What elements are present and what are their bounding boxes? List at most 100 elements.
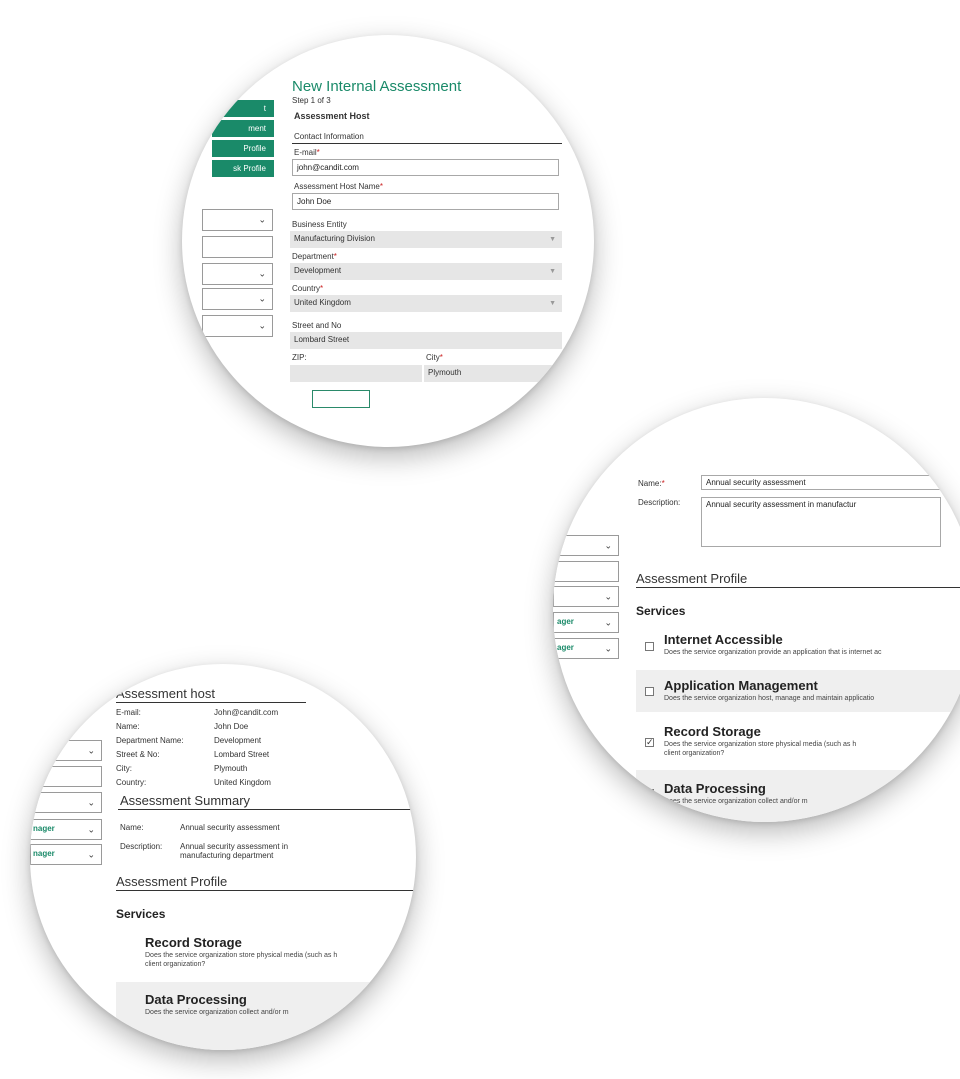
- chevron-down-icon: ⌄: [604, 540, 612, 550]
- next-button[interactable]: [312, 390, 370, 408]
- department-label: Department*: [292, 252, 337, 261]
- nav-item-profile[interactable]: Profile: [212, 140, 274, 157]
- nav-item-2[interactable]: ment: [212, 120, 274, 137]
- chevron-down-icon: ⌄: [258, 268, 266, 279]
- chevron-down-icon: ⌄: [604, 643, 612, 653]
- summary-name-label: Name:: [120, 823, 144, 832]
- internet-accessible-checkbox[interactable]: [645, 642, 654, 651]
- service-row-shaded: [116, 982, 416, 1050]
- service-description: Does the service organization host, mana…: [664, 695, 875, 702]
- summary-description-value-2: manufacturing department: [180, 851, 274, 860]
- page-title: New Internal Assessment: [292, 78, 462, 95]
- service-title: Internet Accessible: [664, 632, 783, 647]
- filter-select-1[interactable]: ⌄: [553, 535, 619, 556]
- service-row-shaded: [636, 670, 960, 712]
- summary-description-label: Description:: [120, 842, 163, 851]
- city-field[interactable]: Plymouth: [424, 365, 562, 382]
- department-select[interactable]: Development▼: [290, 263, 562, 280]
- description-label: Description:: [638, 498, 681, 507]
- filter-input[interactable]: [30, 766, 102, 787]
- service-title: Data Processing: [664, 781, 766, 796]
- host-key: Name:: [116, 722, 140, 731]
- services-heading: Services: [636, 604, 686, 618]
- host-value: Lombard Street: [214, 750, 270, 759]
- filter-select-2[interactable]: ⌄: [30, 792, 102, 813]
- chevron-down-icon: ⌄: [87, 797, 95, 807]
- divider: [116, 702, 306, 703]
- data-processing-checkbox[interactable]: ✓: [645, 788, 654, 798]
- filter-select-1[interactable]: ⌄: [30, 740, 102, 761]
- services-heading: Services: [116, 907, 166, 921]
- host-value: United Kingdom: [214, 778, 271, 787]
- subsection-heading: Contact Information: [294, 132, 364, 141]
- nav-item-risk-profile[interactable]: sk Profile: [212, 160, 274, 177]
- service-title: Record Storage: [664, 724, 761, 739]
- city-label: City*: [426, 353, 443, 362]
- email-field[interactable]: john@candit.com: [292, 159, 559, 176]
- filter-select-manager-1[interactable]: ager ⌄: [553, 612, 619, 633]
- country-select[interactable]: United Kingdom▼: [290, 295, 562, 312]
- service-title: Record Storage: [145, 935, 242, 950]
- name-field[interactable]: Annual security assessment: [701, 475, 941, 490]
- name-label: Name:*: [638, 479, 665, 488]
- country-label: Country*: [292, 284, 324, 293]
- chevron-down-icon: ⌄: [87, 824, 95, 834]
- nav-item-1[interactable]: t: [212, 100, 274, 117]
- host-key: E-mail:: [116, 708, 141, 717]
- filter-select-manager-2[interactable]: ager⌄: [553, 638, 619, 659]
- service-description: Does the service organization collect an…: [145, 1009, 289, 1016]
- chevron-down-icon: ⌄: [604, 617, 612, 627]
- filter-select-2[interactable]: ⌄: [202, 263, 273, 285]
- filter-select-manager-2[interactable]: nager ⌄: [30, 844, 102, 865]
- email-label: E-mail*: [294, 148, 320, 157]
- host-name-field[interactable]: John Doe: [292, 193, 559, 210]
- chevron-down-icon: ▼: [549, 267, 556, 275]
- host-value: John Doe: [214, 722, 249, 731]
- street-field[interactable]: Lombard Street: [290, 332, 562, 349]
- host-value: Plymouth: [214, 764, 248, 773]
- filter-select-2[interactable]: ⌄: [553, 586, 619, 607]
- filter-input[interactable]: [553, 561, 619, 582]
- chevron-down-icon: ⌄: [604, 591, 612, 601]
- chevron-down-icon: ⌄: [258, 214, 266, 225]
- filter-input[interactable]: [202, 236, 273, 258]
- summary-name-value: Annual security assessment: [180, 823, 280, 832]
- zip-label: ZIP:: [292, 353, 307, 362]
- host-key: Country:: [116, 778, 147, 787]
- filter-select-1[interactable]: ⌄: [202, 209, 273, 231]
- description-field[interactable]: Annual security assessment in manufactur: [701, 497, 941, 547]
- section-heading: Assessment Host: [294, 111, 370, 121]
- filter-select-4[interactable]: ⌄: [202, 315, 273, 337]
- assessment-summary-heading: Assessment Summary: [120, 793, 251, 808]
- filter-select-3[interactable]: ⌄: [202, 288, 273, 310]
- service-description: Does the service organization store phys…: [145, 952, 338, 959]
- service-description: Does the service organization store phys…: [664, 741, 857, 748]
- host-value: John@candit.com: [214, 708, 279, 717]
- host-key: Department Name:: [116, 736, 184, 745]
- assessment-host-heading: Assessment host: [116, 686, 215, 701]
- service-title: Application Management: [664, 678, 818, 693]
- select-label: nager: [33, 824, 55, 833]
- summary-description-value: Annual security assessment in: [180, 842, 289, 851]
- filter-select-manager-1[interactable]: nager ⌄: [30, 819, 102, 840]
- chevron-down-icon: ▼: [549, 235, 556, 243]
- street-label: Street and No: [292, 321, 342, 330]
- select-label: ager: [557, 617, 574, 626]
- select-label: nager: [33, 849, 55, 858]
- zoom-circle-services: Name:* Annual security assessment Descri…: [553, 398, 960, 822]
- chevron-down-icon: ⌄: [258, 293, 266, 304]
- service-description-2: client organization?: [145, 961, 206, 968]
- application-management-checkbox[interactable]: [645, 687, 654, 696]
- chevron-down-icon: ⌄: [258, 320, 266, 331]
- chevron-down-icon: ⌄: [87, 745, 95, 755]
- divider: [116, 890, 416, 891]
- host-value: Development: [214, 736, 262, 745]
- business-entity-label: Business Entity: [292, 220, 347, 229]
- record-storage-checkbox[interactable]: ✓: [645, 737, 654, 747]
- zip-field[interactable]: [290, 365, 422, 382]
- chevron-down-icon: ▼: [549, 299, 556, 307]
- chevron-down-icon: ⌄: [87, 849, 95, 859]
- zoom-circle-summary: Assessment host E-mail: John@candit.com …: [30, 664, 416, 1050]
- business-entity-select[interactable]: Manufacturing Division▼: [290, 231, 562, 248]
- service-description: Does the service organization provide an…: [664, 649, 882, 656]
